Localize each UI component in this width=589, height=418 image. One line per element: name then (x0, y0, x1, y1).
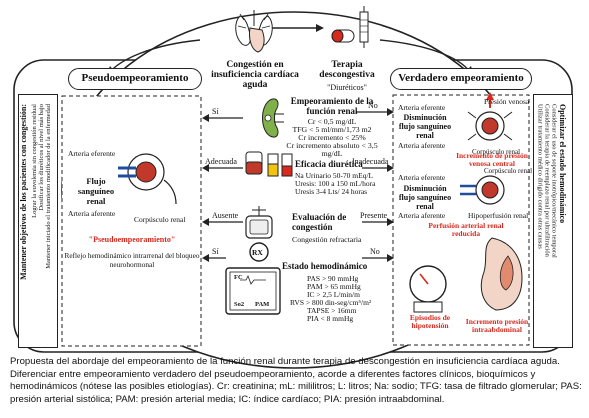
monitor-pam: PAM (255, 301, 270, 308)
diuretic-title: Eficacia diurética (295, 159, 363, 169)
right-top-artery-out: Arteria aferente (398, 141, 446, 150)
right-top-corpuscle: Corpúsculo renal (472, 148, 521, 156)
therapy-title: Terapia descongestiva (319, 60, 375, 80)
right-glomerulus-top-icon (467, 92, 513, 141)
left-reflex: Reflejo hemodinámico intrarrenal del blo… (64, 251, 200, 269)
hemo-line-5: TAPSE > 16mm (307, 306, 357, 315)
decision-si-1: Sí (212, 107, 219, 116)
left-header-label: Pseudoempeoramiento (81, 72, 189, 84)
left-artery-in: Arteria eferente (68, 149, 116, 158)
right-vertical-item-1: Considerar el uso de soporte inotrópico/… (550, 104, 558, 258)
pills-syringe-icon (331, 6, 369, 48)
renal-line-1: Cr < 0,5 mg/dL (307, 117, 357, 126)
right-header-label: Verdadero empeoramiento (398, 72, 524, 84)
left-flow-label: Flujo sanguíneo renal (77, 176, 115, 206)
abdomen-icon (480, 237, 523, 311)
renal-line-4: Cr incremento absoluto < 3,5 mg/dL (286, 141, 378, 159)
left-glomerulus-icon (118, 153, 177, 205)
right-mid-artery-out: Arteria aferente (398, 211, 446, 220)
right-hypoperfusion: Hipoperfusión renal (468, 211, 529, 220)
left-header: Pseudoempeoramiento (68, 68, 202, 90)
monitor-icon (225, 267, 281, 315)
hemo-line-2: PAM > 65 mmHg (307, 282, 361, 291)
right-top-artery-in: Arteria eferente (398, 103, 446, 112)
hemo-line-4: RVS > 800 din-seg/cm⁵/m² (290, 298, 372, 307)
right-top-decrease: Disminución flujo sanguíneo renal (398, 113, 452, 140)
monitor-so2: So2 (234, 301, 245, 308)
hemo-title: Estado hemodinámico (282, 261, 368, 271)
therapy-subtitle: "Diuréticos" (327, 83, 367, 92)
hemo-line-6: PIA < 8 mmHg (307, 314, 354, 323)
pressure-gauge-icon (409, 265, 447, 313)
congestion-eval-sub: Congestión refractaria (292, 235, 362, 244)
right-hypotension: Episodios de hipotensión (409, 313, 451, 331)
hemo-line-1: PAS > 90 mmHg (307, 274, 359, 283)
left-artery-out: Arteria aferente (68, 209, 116, 218)
monitor-fc: FC (234, 274, 243, 281)
left-corpuscle: Corpúsculo renal (134, 215, 186, 224)
right-mid-decrease: Disminución flujo sanguíneo renal (398, 184, 452, 211)
right-vertical-box (533, 94, 573, 348)
iv-bag-icon (245, 151, 293, 177)
diuretic-line-2: Uresis: 100 a 150 mL/hora (295, 179, 376, 188)
left-vertical-box (18, 94, 58, 348)
top-arrow-right (379, 39, 471, 73)
decision-presente: Presente (360, 211, 388, 220)
right-mid-corpuscle: Corpúsculo renal (484, 167, 533, 175)
congestion-title: Congestión en insuficiencia cardíaca agu… (211, 60, 299, 90)
renal-line-3: Cr incremento < 25% (298, 133, 366, 142)
left-vertical-title: Mantener objetivos de los pacientes con … (19, 104, 28, 280)
decision-si-2: Sí (212, 247, 219, 256)
right-mid-artery-in: Arteria eferente (398, 173, 446, 182)
decision-no-2: No (370, 247, 380, 256)
decision-inadecuada: Inadecuada (352, 157, 389, 166)
diuretic-line-1: Na Urinario 50-70 mEq/L (295, 171, 374, 180)
kidney-icon (262, 98, 284, 138)
heart-lungs-icon (235, 10, 273, 53)
right-abdominal: Incremento presión intraabdominal (465, 317, 529, 335)
rx-machine-icon (245, 206, 273, 262)
right-perfusion-reduced: Perfusión arterial renal reducida (428, 221, 504, 239)
decision-no-1: No (368, 101, 378, 110)
right-vertical-item-3: Utilizar tratamiento médico dirigido con… (536, 104, 544, 249)
right-header: Verdadero empeoramiento (390, 68, 532, 90)
rx-label: RX (252, 248, 263, 257)
figure-caption: Propuesta del abordaje del empeoramiento… (10, 356, 582, 405)
right-venous-pressure: Presión venosa (484, 97, 530, 106)
left-pseudo-quote: "Pseudoempeoramiento" (88, 235, 176, 244)
diuretic-line-3: Uresis 3-4 Lts/ 24 horas (295, 187, 368, 196)
hemo-line-3: IC > 2,5 L/min/m (307, 290, 360, 299)
right-vertical-item-2: Considerar la terapia de reemplazo renal… (543, 104, 551, 257)
left-vertical-item-3: Mantener iniciado el tratamiento modific… (45, 104, 52, 269)
right-venous-increase: Incremento de presión venosa central (456, 151, 528, 169)
decision-adecuada: Adecuada (205, 157, 237, 166)
right-glomerulus-mid-icon (460, 175, 505, 205)
renal-line-2: TFG < 5 ml/mm/1,73 m2 (292, 125, 372, 134)
congestion-eval-title: Evaluación de congestión (292, 212, 347, 232)
right-vertical-title: Optimizar el estado hemodinámico (558, 104, 567, 224)
renal-title: Empeoramiento de la función renal (290, 96, 374, 116)
decision-ausente: Ausente (212, 211, 239, 220)
left-dashed-box (61, 95, 202, 347)
